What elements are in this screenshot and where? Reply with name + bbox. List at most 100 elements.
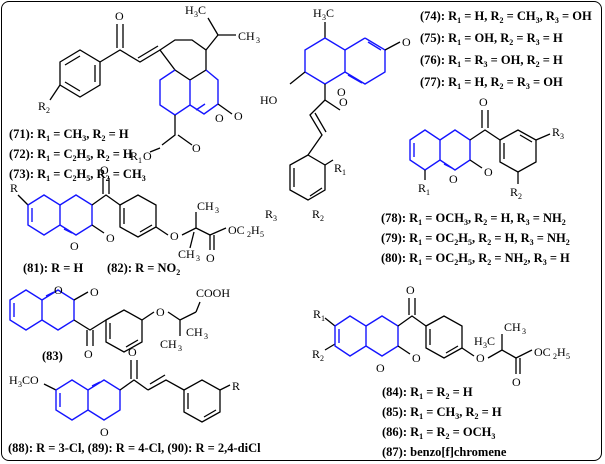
svg-text:C: C [326,6,334,20]
svg-text:R: R [265,207,273,221]
label-77: (77): R [420,75,458,89]
svg-text:C: C [487,334,495,348]
svg-text:2: 2 [320,354,324,363]
svg-text:(82): R = NO2: (82): R = NO2 [107,261,180,277]
label-74: (74): R [420,9,458,23]
svg-text:5: 5 [260,230,264,239]
svg-text:(78): R1 = OCH3, R2 = H, R3 =: (78): R1 = OCH3, R2 = H, R3 = NH2 [381,211,566,227]
svg-text:CH: CH [238,29,255,43]
svg-text:O: O [215,111,224,125]
labels-83: (83) [42,349,63,363]
svg-text:2: 2 [46,106,50,115]
svg-text:R: R [38,99,46,113]
svg-text:H: H [313,6,322,20]
svg-text:H: H [9,373,18,387]
label-76: (76): R [420,53,458,67]
svg-text:O: O [84,347,93,361]
svg-text:CH: CH [197,199,214,213]
labels-84-87: (84): R1 = R2 = H (85): R1 = CH3, R2 = H… [382,385,507,459]
svg-text:C: C [198,3,206,17]
svg-text:R: R [510,185,518,199]
svg-text:(86): R1 = R2 = OCH3: (86): R1 = R2 = OCH3 [382,425,495,441]
svg-text:(75): R1 = OH, R2 = R3 = H: (75): R1 = OH, R2 = R3 = H [420,31,563,47]
label-80: (80): R [381,251,419,265]
svg-text:O: O [234,109,243,123]
svg-text:O: O [339,95,348,109]
svg-text:O: O [476,351,485,365]
svg-text:CH: CH [160,337,177,351]
svg-text:OC: OC [534,345,551,359]
svg-text:1: 1 [321,314,325,323]
svg-text:R: R [232,379,240,393]
svg-text:3: 3 [204,332,208,341]
svg-text:O: O [512,375,521,389]
svg-text:3: 3 [196,254,200,263]
label-88-90: (88): R = 3-Cl, (89): R = 4-Cl, (90): R … [8,441,261,455]
svg-text:3: 3 [273,214,277,223]
svg-text:HO: HO [260,93,278,107]
label-73: (73): R [9,167,47,181]
svg-text:1: 1 [342,168,346,177]
svg-text:O: O [192,141,201,155]
svg-text:O: O [100,425,109,439]
svg-text:O: O [90,285,99,299]
svg-text:CH: CH [504,320,521,334]
svg-text:3: 3 [560,132,564,141]
svg-text:R: R [130,149,138,163]
svg-text:R: R [552,125,560,139]
svg-text:(79): R1 = OC2H5, R2 = H, R3 =: (79): R1 = OC2H5, R2 = H, R3 = NH2 [381,231,570,247]
labels-74-77: (74): R1 = H, R2 = CH3, R3 = OH (75): R1… [420,9,592,91]
svg-text:R: R [312,207,320,221]
svg-text:O: O [402,35,411,49]
label-87: (87): benzo[f]chromene [382,445,507,459]
svg-text:3: 3 [322,13,326,22]
svg-text:(77): R1 = H, R2 = R3 = OH: (77): R1 = H, R2 = R3 = OH [420,75,563,91]
svg-text:2: 2 [553,352,557,361]
svg-text:3: 3 [194,10,198,19]
svg-text:O: O [156,305,165,319]
svg-text:CH: CH [178,247,195,261]
label-84: (84): R [382,385,420,399]
label-81: (81): R = H [23,261,84,275]
svg-text:O: O [337,85,346,99]
svg-text:3: 3 [215,206,219,215]
svg-text:O: O [412,351,421,365]
svg-text:R: R [334,161,342,175]
svg-text:H: H [251,223,260,237]
svg-text:H: H [557,345,566,359]
svg-text:3: 3 [18,380,22,389]
svg-text:(73): R1 = C2H5, R2 = CH3: (73): R1 = C2H5, R2 = CH3 [9,167,146,183]
svg-text:(84): R1 = R2 = H: (84): R1 = R2 = H [382,385,473,401]
svg-text:1: 1 [138,156,142,165]
label-79: (79): R [381,231,419,245]
svg-text:O: O [115,9,124,23]
svg-text:O: O [479,95,488,109]
svg-text:2: 2 [518,192,522,201]
svg-text:O: O [406,283,415,297]
svg-text:O: O [106,231,115,245]
svg-text:O: O [128,345,137,359]
svg-text:R: R [418,181,426,195]
svg-text:O: O [143,149,152,163]
label-86: (86): R [382,425,420,439]
svg-text:R: R [10,181,18,195]
label-78: (78): R [381,211,419,225]
svg-text:COOH: COOH [196,286,230,300]
svg-text:1: 1 [426,188,430,197]
svg-text:3: 3 [522,327,526,336]
svg-text:5: 5 [566,352,570,361]
labels-88-90: (88): R = 3-Cl, (89): R = 4-Cl, (90): R … [8,441,261,455]
svg-text:O: O [376,361,385,375]
svg-text:2: 2 [320,214,324,223]
svg-text:OC: OC [228,223,245,237]
svg-text:3: 3 [483,341,487,350]
svg-text:O: O [206,251,215,265]
svg-text:(85): R1 = CH3, R2 = H: (85): R1 = CH3, R2 = H [382,405,502,421]
svg-text:(76): R1 = R3 = OH, R2 = H: (76): R1 = R3 = OH, R2 = H [420,53,563,69]
svg-text:R: R [313,307,321,321]
svg-text:R: R [312,347,320,361]
